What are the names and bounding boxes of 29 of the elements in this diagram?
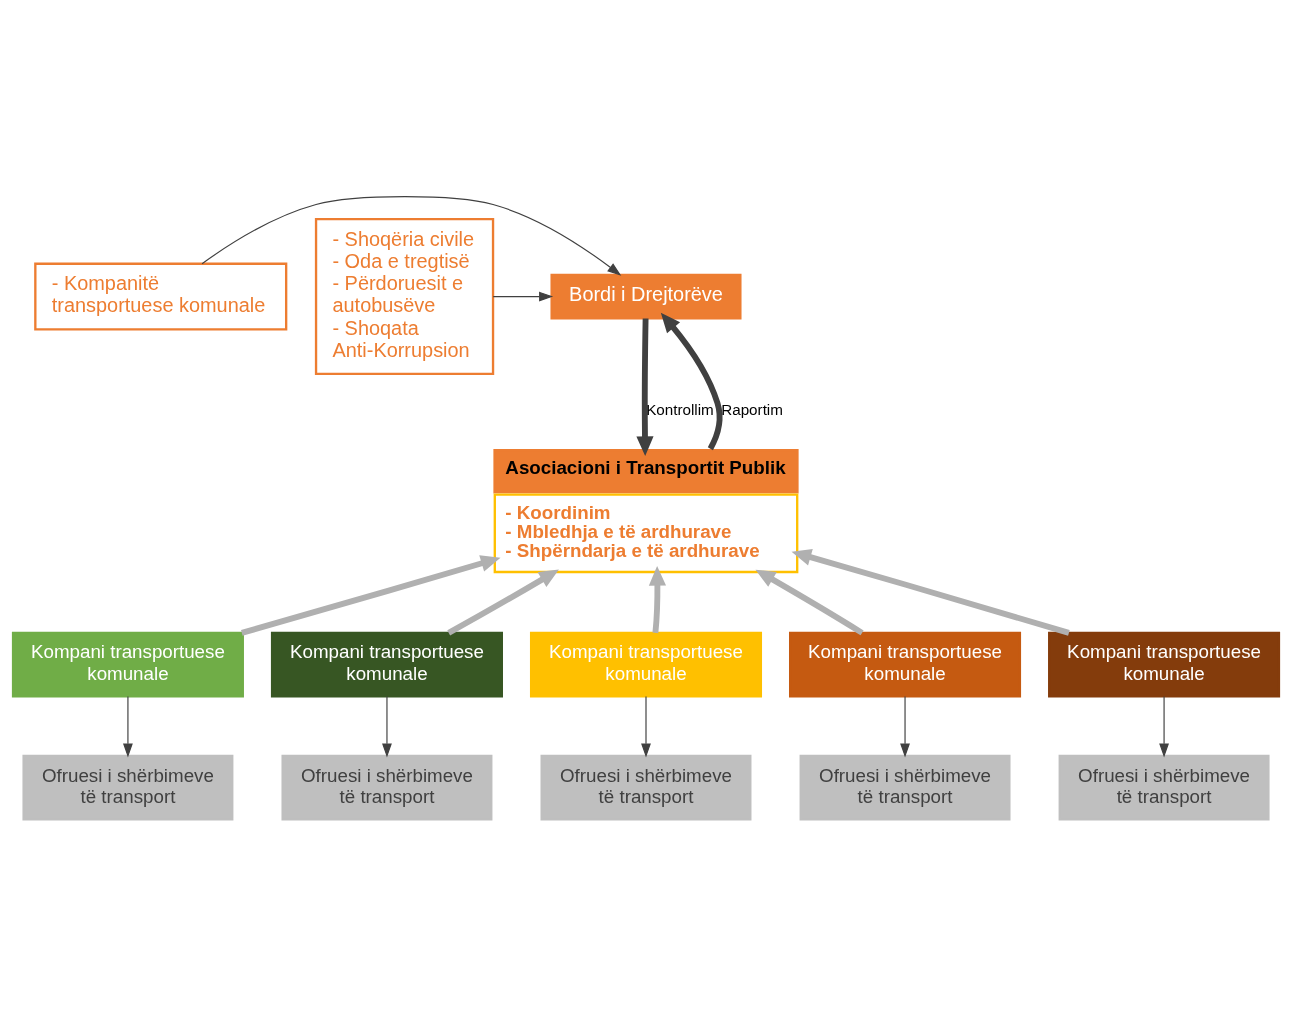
node-box: Kompani transportuese komunale [270,631,503,698]
arrow [636,318,654,456]
arrow [241,555,501,636]
arrow [1159,695,1169,758]
node-box: Bordi i Drejtorëve [550,273,742,320]
arrow [123,695,133,758]
arrow [660,312,723,451]
node-box: Kompani transportuese komunale [1048,631,1281,698]
arrow [641,695,651,758]
edge-label: Kontrollim [646,401,714,419]
node-box: - Shoqëria civile - Oda e tregtisë - Përdoruesit e autobusëve - Shoqata Anti-Korrupsion [314,218,495,376]
arrow [900,695,910,758]
arrow [791,548,1070,636]
node-box: Ofruesi i shërbimeve të transport [281,754,493,821]
node-box: Ofruesi i shërbimeve të transport [540,754,752,821]
node-box: - Kompanitë transportuese komunale [34,262,288,331]
arrow [447,569,559,636]
edge-label: Raportim [721,401,783,419]
node-box: Kompani transportuese komunale [11,631,244,698]
node-box: Ofruesi i shërbimeve të transport [799,754,1011,821]
node-box: Ofruesi i shërbimeve të transport [1058,754,1270,821]
node-box: Kompani transportuese komunale [789,631,1022,698]
arrow [648,566,667,634]
arrow [755,569,864,636]
node-box: Ofruesi i shërbimeve të transport [22,754,234,821]
arrow [492,291,554,302]
node-box: Kompani transportuese komunale [529,631,763,698]
arrow [382,695,392,758]
arrow [201,196,622,276]
